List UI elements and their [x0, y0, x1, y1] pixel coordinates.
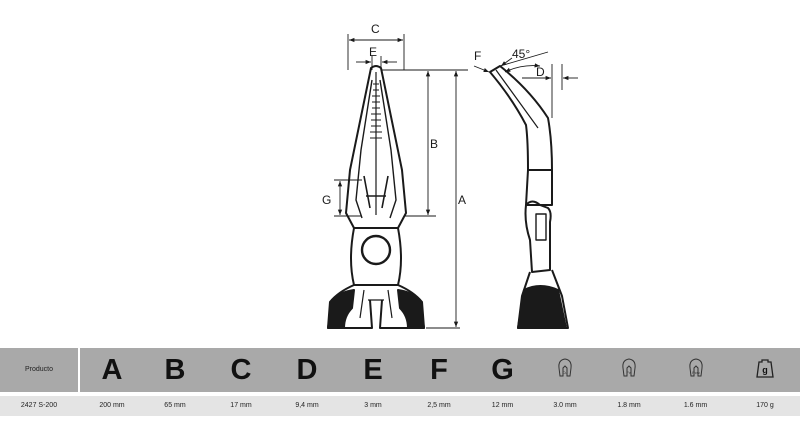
dim-angle-label: 45°: [512, 47, 530, 61]
value-cu: 3.0 mm: [553, 402, 577, 409]
side-tip-seam: [495, 69, 539, 129]
value-g: 12 mm: [491, 402, 514, 409]
header-pcw: Pcw: [661, 348, 730, 392]
side-joint: [524, 200, 552, 273]
spec-table: Producto A B C D E F G Cu Fe Pcw g 2427 S-200 200 …: [0, 348, 800, 439]
header-b: B: [164, 354, 186, 386]
front-grip-right[interactable]: [397, 289, 425, 329]
side-body: [525, 169, 553, 206]
header-d: D: [296, 354, 318, 386]
dim-F-label: F: [474, 49, 481, 63]
header-e: E: [363, 354, 383, 386]
dim-B-label: B: [430, 137, 438, 151]
front-jaw-outline: [345, 65, 407, 229]
weight-unit-label: g: [762, 365, 768, 375]
dim-C-label: C: [371, 22, 380, 36]
product-code: 2427 S-200: [20, 402, 58, 409]
pliers-drawing-svg: C E B A G D F 45°: [322, 22, 578, 329]
front-pivot-hole: [360, 234, 392, 266]
side-grip[interactable]: [517, 285, 567, 329]
value-d: 9,4 mm: [295, 402, 319, 409]
side-joint-detail: [535, 213, 547, 241]
dim-F-line: [473, 65, 490, 73]
front-jaw-inner-left: [355, 79, 373, 219]
front-cutter-edge: [363, 175, 389, 209]
technical-drawing: C E B A G D F 45°: [322, 22, 578, 329]
header-g: G: [491, 354, 514, 386]
dim-G-label: G: [322, 193, 331, 207]
value-c: 17 mm: [230, 402, 252, 409]
cutter-material-label: Cu: [562, 370, 567, 375]
dim-E-label: E: [369, 45, 377, 59]
cutter-material-label: Pcw: [692, 370, 700, 375]
weight-icon: g: [756, 359, 774, 378]
front-grip-left[interactable]: [327, 289, 355, 329]
front-jaw-inner-right: [379, 79, 397, 219]
dim-A-label: A: [458, 193, 466, 207]
header-c: C: [230, 354, 252, 386]
dimension-lines: [334, 34, 578, 329]
cutter-pcw-icon: Pcw: [688, 358, 703, 377]
header-fe: Fe: [597, 348, 661, 392]
product-header: Producto: [24, 366, 54, 373]
header-divider: [78, 348, 80, 392]
value-a: 200 mm: [99, 402, 125, 409]
value-e: 3 mm: [364, 402, 382, 409]
value-pcw: 1.6 mm: [683, 402, 708, 409]
dim-D-label: D: [536, 65, 545, 79]
front-jaw-serrations: [370, 83, 382, 139]
pliers-front-view: [327, 65, 425, 329]
cutter-material-label: Fe: [627, 370, 632, 375]
header-cu: Cu: [533, 348, 597, 392]
header-f: F: [430, 354, 448, 386]
cutter-fe-icon: Fe: [622, 358, 636, 377]
value-f: 2,5 mm: [427, 402, 451, 409]
spec-header-row: Producto A B C D E F G Cu Fe Pcw g: [0, 348, 800, 392]
dimension-labels: C E B A G D F 45°: [322, 22, 545, 207]
header-g: g: [730, 348, 800, 392]
header-a: A: [101, 354, 123, 386]
dim-angle-arc: [504, 63, 541, 73]
pliers-side-view: [489, 65, 569, 329]
side-tip-outline: [489, 65, 553, 171]
front-pivot-body: [350, 227, 402, 286]
cutter-cu-icon: Cu: [558, 358, 572, 377]
value-b: 65 mm: [164, 402, 186, 409]
value-fe: 1.8 mm: [617, 402, 641, 409]
value-g: 170 g: [756, 402, 774, 409]
spec-value-row: 2427 S-200 200 mm 65 mm 17 mm 9,4 mm 3 mm 2,5…: [0, 396, 800, 416]
front-handle-inner: [359, 289, 393, 319]
